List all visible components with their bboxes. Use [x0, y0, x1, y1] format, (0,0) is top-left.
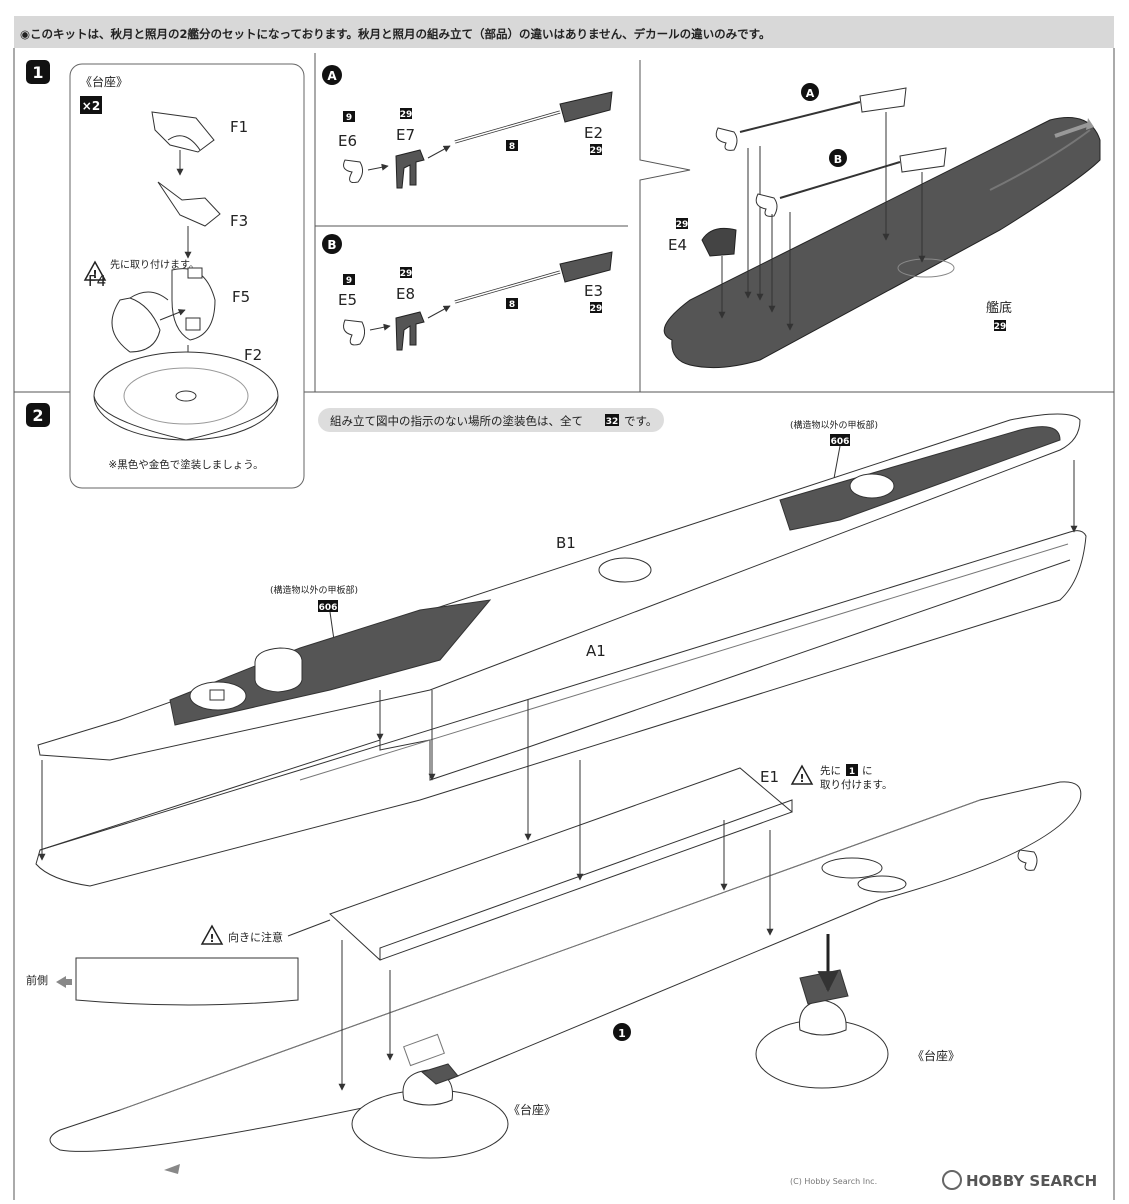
color-badge-e5: 9 [346, 276, 352, 286]
part-label-f3: F3 [230, 212, 248, 230]
variant-b: B 9 E5 29 E8 8 E3 29 [322, 234, 613, 351]
color-badge-e2: 29 [590, 146, 603, 156]
color-badge-shaft-b: 8 [509, 300, 515, 310]
color-badge-32: 32 [606, 417, 619, 427]
part-label-b1: B1 [556, 534, 576, 552]
orientation-reference-piece [75, 957, 299, 1006]
part-label-e2: E2 [584, 124, 603, 142]
hull-a1: A1 [35, 460, 1087, 887]
hull-bottom-label: 艦底 [986, 300, 1012, 316]
watermark-logo: HOBBY SEARCH [966, 1172, 1097, 1190]
part-label-e8: E8 [396, 285, 415, 303]
svg-text:組み立て図中の指示のない場所の塗装色は、全て: 組み立て図中の指示のない場所の塗装色は、全て [330, 414, 583, 428]
svg-text:2: 2 [32, 406, 43, 425]
warning-icon: ! [83, 260, 107, 281]
step-1-badge: 1 [26, 60, 50, 84]
stand-label-left: 《台座》 [508, 1102, 556, 1117]
stand-right: 《台座》 [755, 934, 960, 1089]
part-e1: E1 ! 先に 1 に 取り付けます。 [329, 764, 892, 961]
svg-text:1: 1 [32, 63, 43, 82]
svg-text:!: ! [209, 932, 214, 945]
part-label-e4: E4 [668, 236, 687, 254]
color-badge-e7: 29 [400, 110, 413, 120]
deck-note-fore: (構造物以外の甲板部) [790, 419, 878, 431]
deck-note-aft: (構造物以外の甲板部) [270, 584, 358, 596]
hobby-search-logo-icon [942, 1170, 962, 1190]
deck-b1: B1 [37, 413, 1081, 761]
step2-paint-note: 組み立て図中の指示のない場所の塗装色は、全て 32 です。 [318, 408, 664, 432]
watermark: (C) Hobby Search Inc. HOBBY SEARCH [790, 1170, 1097, 1190]
part-label-f5: F5 [232, 288, 250, 306]
svg-text:です。: です。 [624, 414, 657, 428]
part-label-f2: F2 [244, 346, 262, 364]
hull-marker-b: B [834, 153, 842, 166]
stand-left: 《台座》 [351, 1063, 556, 1159]
lower-hull: 1 [49, 700, 1082, 1174]
marker-a: A [327, 69, 337, 83]
part-label-e6: E6 [338, 132, 357, 150]
step-2-badge: 2 [26, 403, 50, 427]
orientation-warning: ! 向きに注意 [200, 919, 331, 945]
svg-text:!: ! [92, 268, 97, 281]
hull-marker-a: A [806, 87, 815, 100]
stand-box: 《台座》 ×2 F1 F3 ! 先に取り付けます。 F4 F5 F2 [69, 63, 305, 489]
color-badge-606-aft: 606 [319, 603, 338, 613]
header-note: ◉このキットは、秋月と照月の2艦分のセットになっております。秋月と照月の組み立て… [20, 27, 770, 41]
color-badge-hull-bottom: 29 [994, 322, 1007, 332]
stand-multiplier: ×2 [82, 99, 100, 113]
stand-label-right: 《台座》 [912, 1048, 960, 1063]
e1-warning-line2: 取り付けます。 [820, 778, 892, 791]
color-badge-606-fore: 606 [831, 437, 850, 447]
bow-label: 前側 [26, 973, 48, 987]
variant-a: A 9 E6 29 E7 8 E2 29 [322, 65, 613, 189]
stand-paint-note: ※黒色や金色で塗装しましょう。 [108, 458, 263, 471]
step-ref-badge: 1 [618, 1027, 626, 1040]
svg-text:向きに注意: 向きに注意 [228, 930, 283, 944]
header-bar [14, 16, 1114, 48]
stand-box-title: 《台座》 [80, 74, 128, 89]
part-label-f1: F1 [230, 118, 248, 136]
svg-text:!: ! [799, 772, 804, 785]
part-label-e3: E3 [584, 282, 603, 300]
color-badge-shaft-a: 8 [509, 142, 515, 152]
part-label-a1: A1 [586, 642, 606, 660]
watermark-copyright: (C) Hobby Search Inc. [790, 1177, 877, 1186]
part-label-e5: E5 [338, 291, 357, 309]
bow-arrow-icon [56, 976, 72, 988]
hull-bottom-view: A B 29 E4 艦底 29 [663, 83, 1101, 369]
e1-warning-suffix: に [862, 765, 873, 777]
stand-warning: 先に取り付けます。 [110, 258, 199, 271]
color-badge-e4: 29 [676, 220, 689, 230]
bow-direction-arrow-icon [164, 1164, 180, 1174]
e1-warning-prefix: 先に [820, 765, 841, 777]
part-label-e1: E1 [760, 768, 779, 786]
color-badge-e8: 29 [400, 269, 413, 279]
color-badge-e3: 29 [590, 304, 603, 314]
part-label-f4: F4 [88, 272, 106, 290]
marker-b: B [327, 238, 336, 252]
color-badge-e6: 9 [346, 113, 352, 123]
e1-warning-step: 1 [849, 767, 855, 777]
part-label-e7: E7 [396, 126, 415, 144]
